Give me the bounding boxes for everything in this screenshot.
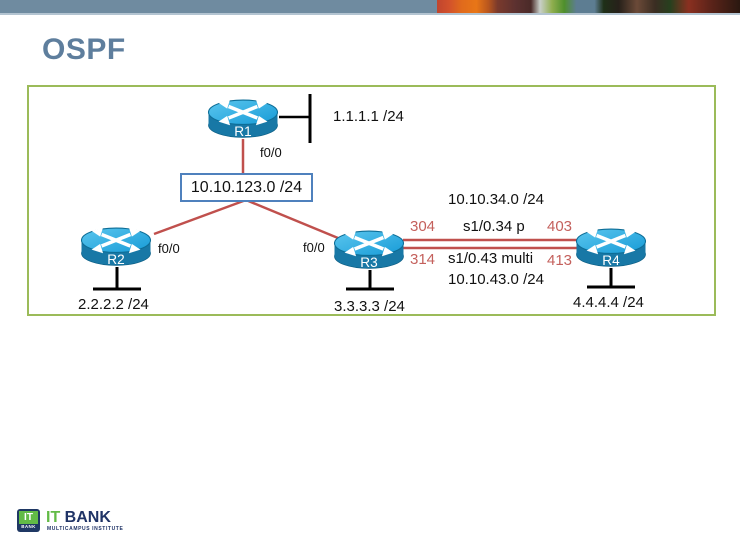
router-r3-label: R3 — [360, 255, 377, 270]
logo-brand-text: IT BANK — [46, 509, 111, 527]
logo-icon-it-text: IT — [19, 511, 38, 524]
router-r3-icon: R3 — [333, 230, 405, 270]
router-r2-icon: R2 — [80, 227, 152, 267]
r1-stub-label: 1.1.1.1 /24 — [333, 108, 404, 125]
net43-label: 10.10.43.0 /24 — [448, 271, 544, 288]
link43-right-id: 413 — [547, 252, 573, 269]
link43-left-id: 314 — [410, 251, 436, 268]
router-r4-label: R4 — [602, 253, 620, 268]
r2-stub-label: 2.2.2.2 /24 — [78, 296, 149, 313]
photo-collage-strip — [437, 0, 740, 13]
logo-subtitle: MULTICAMPUS INSTITUTE — [47, 526, 124, 532]
router-r4-icon: R4 — [575, 228, 647, 268]
net34-label: 10.10.34.0 /24 — [448, 191, 544, 208]
itbank-logo: IT BANK IT BANK MULTICAMPUS INSTITUTE — [17, 509, 217, 539]
top-band — [0, 0, 740, 15]
router-r2-label: R2 — [107, 252, 124, 267]
topology-lines — [93, 94, 635, 291]
r3-stub-label: 3.3.3.3 /24 — [334, 298, 405, 315]
link43-subif-label: s1/0.43 multi — [448, 250, 534, 267]
r3-interface-label: f0/0 — [303, 240, 325, 255]
r4-stub-label: 4.4.4.4 /24 — [573, 294, 644, 311]
diagram-frame: R1 R2 R3 — [27, 85, 716, 316]
logo-brand-bank: BANK — [64, 509, 111, 526]
router-r1-label: R1 — [234, 124, 251, 139]
r2-interface-label: f0/0 — [158, 241, 180, 256]
itbank-logo-icon: IT BANK — [17, 509, 40, 532]
link34-right-id: 403 — [547, 218, 573, 235]
logo-brand-it: IT — [46, 509, 61, 526]
lan-network-box: 10.10.123.0 /24 — [180, 173, 313, 202]
link34-subif-label: s1/0.34 p — [463, 218, 525, 235]
page-title: OSPF — [42, 33, 126, 66]
router-r1-icon: R1 — [207, 99, 279, 139]
link34-left-id: 304 — [410, 218, 436, 235]
r1-interface-label: f0/0 — [260, 145, 282, 160]
logo-icon-bank-text: BANK — [21, 524, 36, 529]
